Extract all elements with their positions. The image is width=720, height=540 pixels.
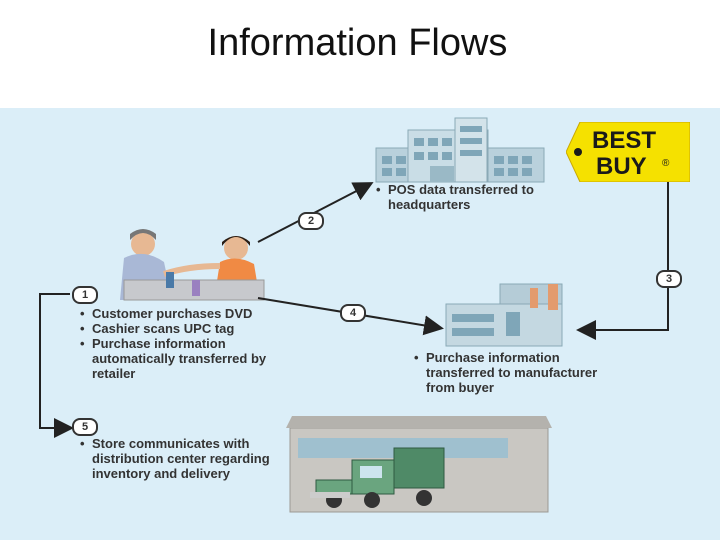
- logo-line2: BUY: [596, 153, 647, 180]
- step-1-line-1: Customer purchases DVD: [80, 306, 300, 321]
- step-4-line: Purchase information transferred to manu…: [414, 350, 604, 395]
- step-4-badge: 4: [340, 304, 366, 322]
- arrow-to-store-step: [39, 293, 74, 438]
- diagram-panel: BEST BUY ® 1 2 3 4 5 POS data transferre…: [0, 108, 720, 540]
- distribution-center-truck-icon: [286, 416, 552, 513]
- logo-registered-mark: ®: [662, 158, 670, 169]
- step-5-badge: 5: [72, 418, 98, 436]
- step-2-text: POS data transferred to headquarters: [376, 182, 576, 212]
- step-3-badge: 3: [656, 270, 682, 288]
- slide-title: Information Flows: [207, 22, 508, 64]
- best-buy-logo: BEST BUY ®: [566, 122, 690, 182]
- step-2-badge: 2: [298, 212, 324, 230]
- step-2-line: POS data transferred to headquarters: [376, 182, 576, 212]
- step-4-text: Purchase information transferred to manu…: [414, 350, 604, 395]
- step-5-line: Store communicates with distribution cen…: [80, 436, 270, 481]
- step-1-badge: 1: [72, 286, 98, 304]
- headquarters-building-icon: [375, 117, 545, 183]
- customer-cashier-icon: [120, 229, 265, 301]
- step-1-line-3: Purchase information automatically trans…: [80, 336, 300, 381]
- logo-line1: BEST: [592, 127, 656, 154]
- step-1-line-2: Cashier scans UPC tag: [80, 321, 300, 336]
- step-5-text: Store communicates with distribution cen…: [80, 436, 270, 481]
- manufacturer-factory-icon: [445, 283, 563, 347]
- step-1-text: Customer purchases DVD Cashier scans UPC…: [80, 306, 300, 381]
- diagram-graphics: [39, 117, 669, 513]
